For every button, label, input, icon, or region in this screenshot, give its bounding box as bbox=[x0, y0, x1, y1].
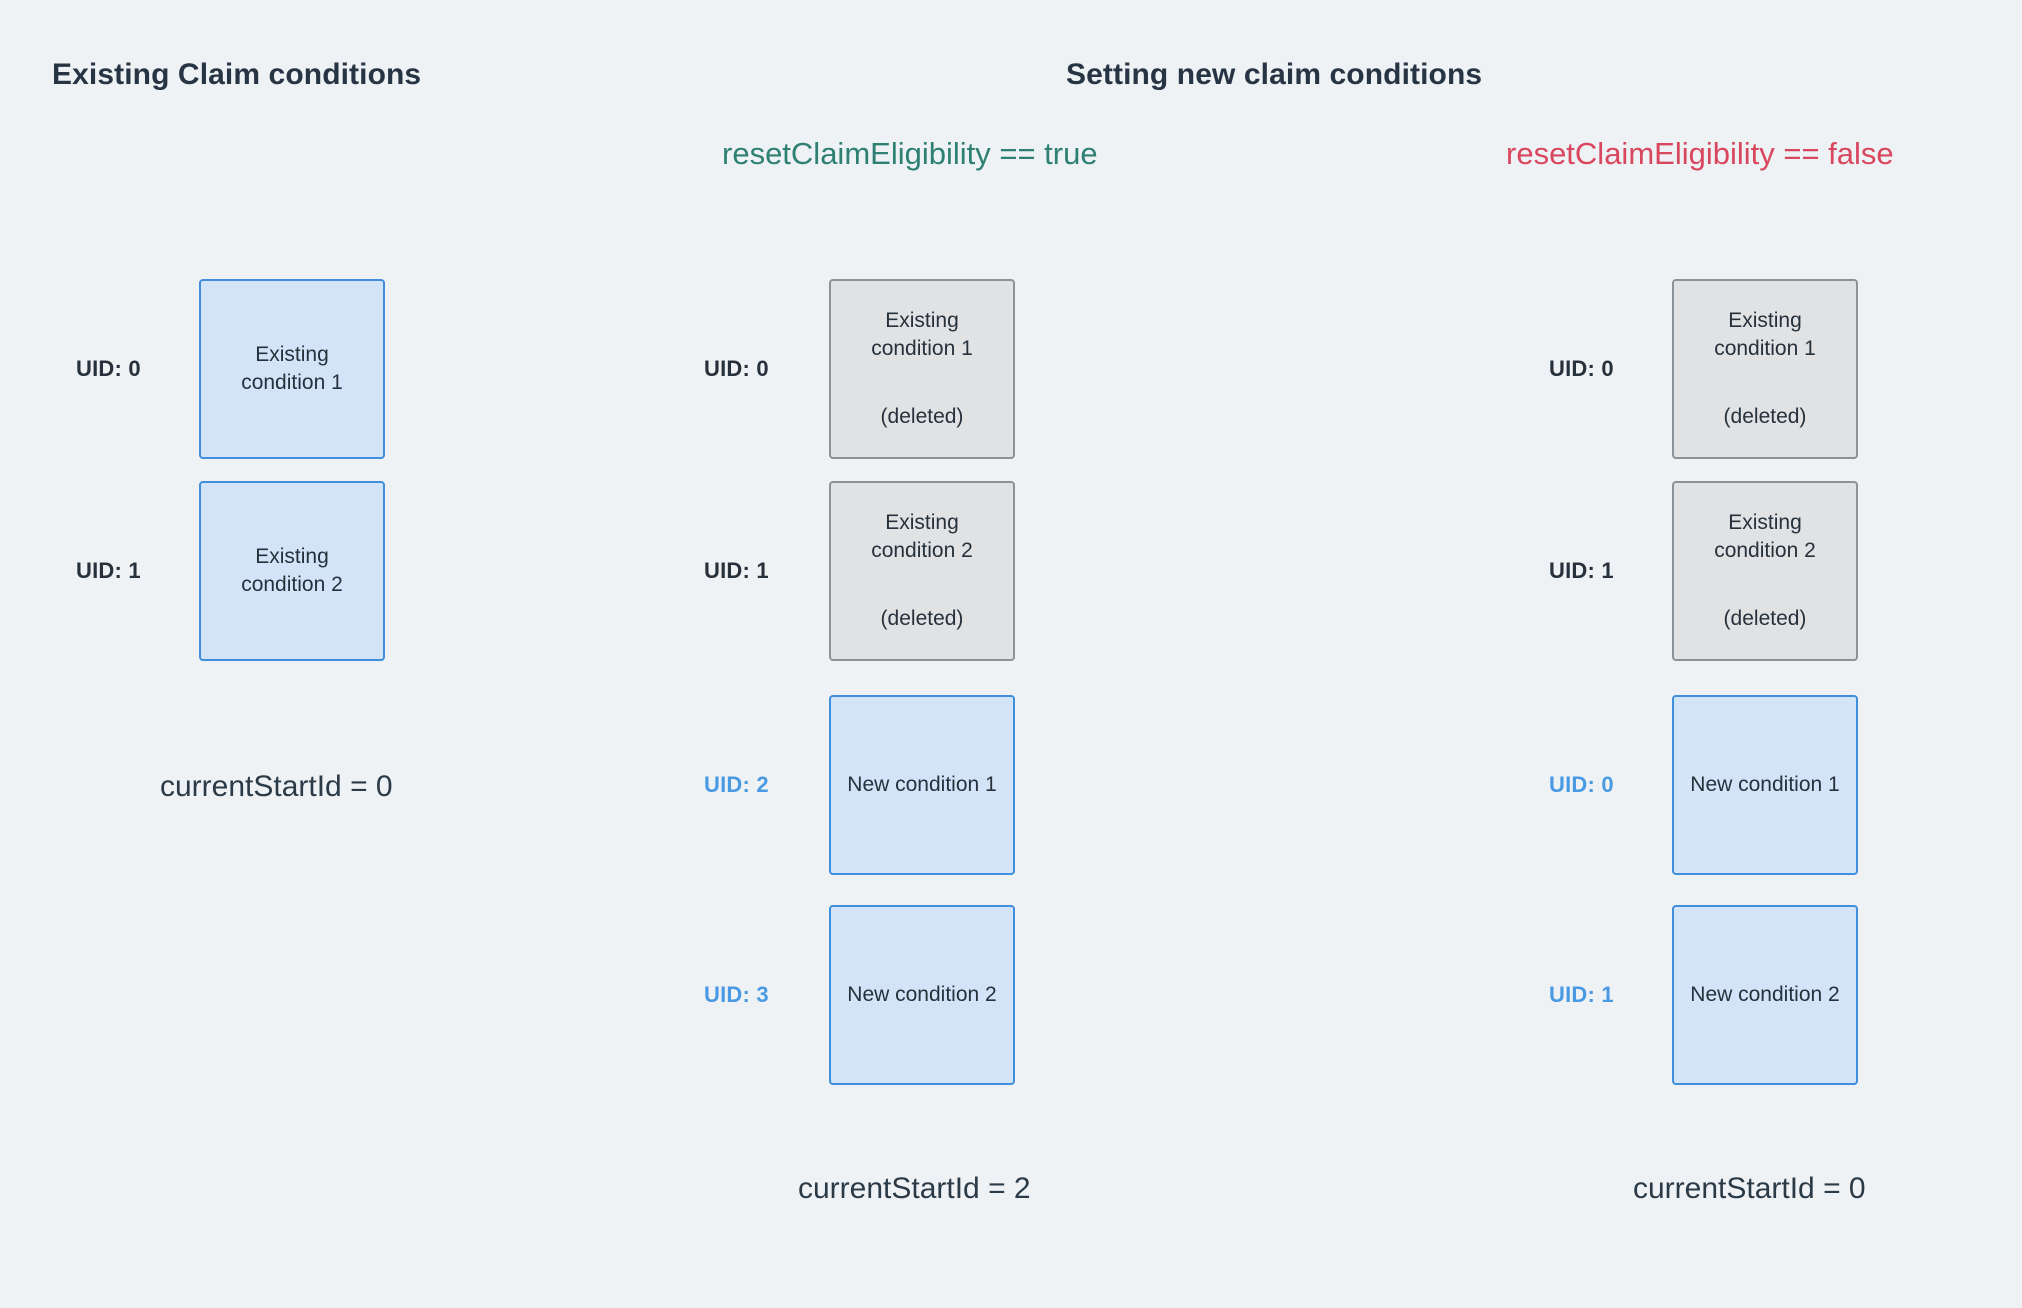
column-existing-conditions: UID: 0 Existing condition 1 UID: 1 Existing… bbox=[0, 0, 660, 1308]
condition-box-deleted: Existing condition 1 (deleted) bbox=[1672, 279, 1858, 459]
subtitle-reset-claim-eligibility-true: resetClaimEligibility == true bbox=[722, 136, 1098, 171]
condition-box-title: Existing condition 1 bbox=[241, 343, 343, 394]
current-start-id-reset-true: currentStartId = 2 bbox=[798, 1172, 1031, 1205]
condition-box-title: Existing condition 2 bbox=[1714, 511, 1816, 563]
condition-row: UID: 2 New condition 1 bbox=[640, 693, 1300, 877]
condition-box: Existing condition 1 bbox=[199, 279, 385, 459]
condition-box-title: Existing condition 2 bbox=[241, 545, 343, 596]
uid-label: UID: 2 bbox=[704, 772, 769, 797]
condition-row: UID: 3 New condition 2 bbox=[640, 903, 1300, 1087]
condition-box-title: Existing condition 1 bbox=[871, 309, 973, 361]
condition-row: UID: 1 Existing condition 2 (deleted) bbox=[640, 479, 1300, 663]
condition-box: Existing condition 2 bbox=[199, 481, 385, 661]
current-start-id-existing: currentStartId = 0 bbox=[160, 770, 393, 803]
condition-row: UID: 0 Existing condition 1 (deleted) bbox=[1483, 277, 2022, 461]
condition-box-deleted: Existing condition 2 (deleted) bbox=[1672, 481, 1858, 661]
uid-label: UID: 1 bbox=[1549, 558, 1614, 583]
condition-box-title: Existing condition 2 bbox=[871, 511, 973, 563]
condition-box-note: (deleted) bbox=[1723, 606, 1807, 630]
condition-row: UID: 0 New condition 1 bbox=[1483, 693, 2022, 877]
uid-label: UID: 3 bbox=[704, 982, 769, 1007]
current-start-id-reset-false: currentStartId = 0 bbox=[1633, 1172, 1866, 1205]
condition-box-title: Existing condition 1 bbox=[1714, 309, 1816, 361]
condition-box-deleted: Existing condition 2 (deleted) bbox=[829, 481, 1015, 661]
condition-box-title: New condition 2 bbox=[1690, 983, 1840, 1007]
condition-box-title: New condition 1 bbox=[1690, 773, 1840, 797]
condition-row: UID: 1 Existing condition 2 (deleted) bbox=[1483, 479, 2022, 663]
condition-box-title: New condition 2 bbox=[847, 983, 997, 1007]
subtitle-reset-claim-eligibility-false: resetClaimEligibility == false bbox=[1506, 136, 1894, 171]
condition-row: UID: 1 New condition 2 bbox=[1483, 903, 2022, 1087]
uid-label: UID: 0 bbox=[1549, 772, 1614, 797]
uid-label: UID: 0 bbox=[704, 356, 769, 381]
condition-box-deleted: Existing condition 1 (deleted) bbox=[829, 279, 1015, 459]
uid-label: UID: 0 bbox=[1549, 356, 1614, 381]
page-title-setting-new-claim-conditions: Setting new claim conditions bbox=[1066, 58, 1483, 91]
condition-box-note: (deleted) bbox=[880, 606, 964, 630]
uid-label: UID: 1 bbox=[704, 558, 769, 583]
uid-label: UID: 1 bbox=[76, 558, 141, 583]
condition-row: UID: 1 Existing condition 2 bbox=[0, 479, 660, 663]
condition-box-note: (deleted) bbox=[880, 404, 964, 428]
condition-box: New condition 1 bbox=[1672, 695, 1858, 875]
uid-label: UID: 0 bbox=[76, 356, 141, 381]
condition-box-note: (deleted) bbox=[1723, 404, 1807, 428]
condition-row: UID: 0 Existing condition 1 (deleted) bbox=[640, 277, 1300, 461]
uid-label: UID: 1 bbox=[1549, 982, 1614, 1007]
condition-box-title: New condition 1 bbox=[847, 773, 997, 797]
condition-box: New condition 1 bbox=[829, 695, 1015, 875]
condition-box: New condition 2 bbox=[829, 905, 1015, 1085]
page-title-existing-claim-conditions: Existing Claim conditions bbox=[52, 58, 422, 91]
condition-box: New condition 2 bbox=[1672, 905, 1858, 1085]
condition-row: UID: 0 Existing condition 1 bbox=[0, 277, 660, 461]
